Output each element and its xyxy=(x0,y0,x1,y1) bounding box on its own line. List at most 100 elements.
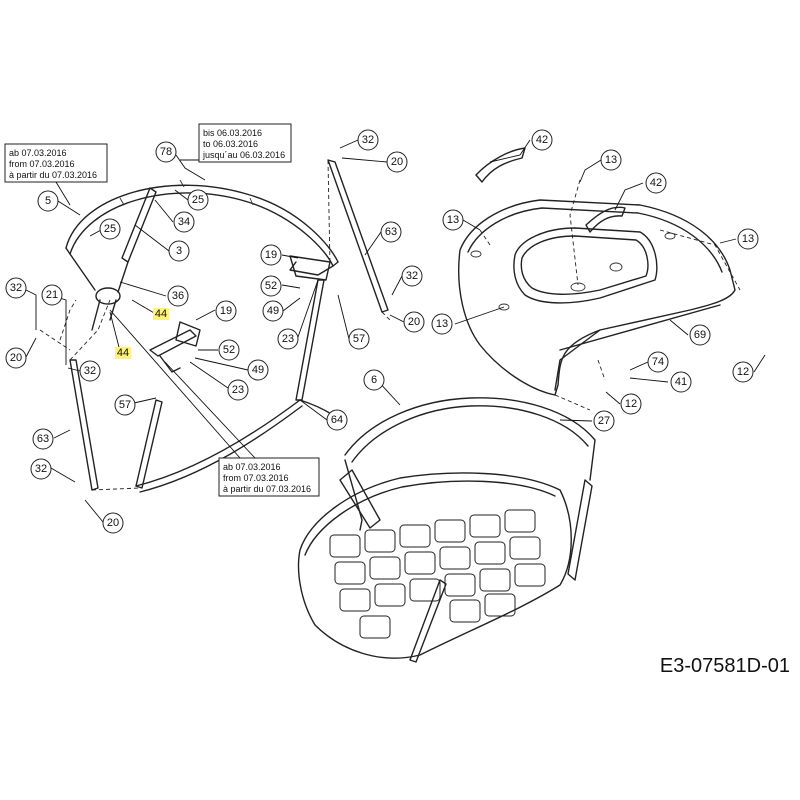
callout-label: 49 xyxy=(252,364,264,376)
callout-circle xyxy=(689,324,711,346)
note-line: from 07.03.2016 xyxy=(223,473,289,483)
callout-63: 63 xyxy=(380,221,402,243)
callout-label: 69 xyxy=(694,329,706,341)
callout-circle xyxy=(647,351,669,373)
callout-circle xyxy=(5,277,27,299)
callout-circle xyxy=(260,244,282,266)
callout-label: 57 xyxy=(119,399,131,411)
callout-label: 12 xyxy=(737,366,749,378)
callout-circle xyxy=(218,339,240,361)
callout-57: 57 xyxy=(114,394,136,416)
callout-78: 78 xyxy=(155,141,177,163)
callout-25: 25 xyxy=(99,218,121,240)
seat-shell xyxy=(297,397,596,663)
callout-label: 21 xyxy=(46,289,58,301)
callout-label: 49 xyxy=(267,305,279,317)
callout-19: 19 xyxy=(215,300,237,322)
callout-20: 20 xyxy=(5,347,27,369)
callout-circle xyxy=(262,300,284,322)
callout-label: 42 xyxy=(650,177,662,189)
callout-42: 42 xyxy=(531,129,553,151)
callout-circle xyxy=(79,360,101,382)
callout-34: 34 xyxy=(173,211,195,233)
note-line: to 06.03.2016 xyxy=(203,139,258,149)
note-line: bis 06.03.2016 xyxy=(203,128,262,138)
callout-69: 69 xyxy=(689,324,711,346)
callout-circle xyxy=(277,328,299,350)
callout-circle xyxy=(155,141,177,163)
callout-41: 41 xyxy=(670,371,692,393)
callout-42: 42 xyxy=(645,172,667,194)
callout-circle xyxy=(357,129,379,151)
callout-circle xyxy=(401,265,423,287)
callout-52: 52 xyxy=(260,275,282,297)
drawing-id: E3-07581D-01 xyxy=(660,655,790,677)
callout-circle xyxy=(645,172,667,194)
callout-highlight xyxy=(115,347,131,359)
callout-circle xyxy=(173,211,195,233)
callout-57: 57 xyxy=(348,328,370,350)
callout-circle xyxy=(737,228,759,250)
callout-13: 13 xyxy=(600,149,622,171)
callout-circle xyxy=(102,512,124,534)
callout-label: 25 xyxy=(192,194,204,206)
callout-label: 44 xyxy=(117,347,129,359)
callout-52: 52 xyxy=(218,339,240,361)
callout-12: 12 xyxy=(732,361,754,383)
callout-circle xyxy=(363,369,385,391)
callout-44: 44 xyxy=(153,308,169,320)
note-line: jusqu´au 06.03.2016 xyxy=(202,150,285,160)
callout-circle xyxy=(531,129,553,151)
callout-circle xyxy=(380,221,402,243)
frame-assembly xyxy=(39,159,391,493)
callout-label: 25 xyxy=(104,223,116,235)
callout-32: 32 xyxy=(5,277,27,299)
callout-6: 6 xyxy=(363,369,385,391)
callout-label: 23 xyxy=(232,384,244,396)
callout-circle xyxy=(247,359,269,381)
callout-13: 13 xyxy=(431,313,453,335)
callout-circle xyxy=(348,328,370,350)
callout-32: 32 xyxy=(30,458,52,480)
callout-circle xyxy=(593,410,615,432)
callout-label: 52 xyxy=(265,280,277,292)
callout-circle xyxy=(600,149,622,171)
note-bottom: ab 07.03.2016 from 07.03.2016 à partir d… xyxy=(218,457,320,497)
callout-label: 3 xyxy=(176,245,182,257)
callout-circle xyxy=(403,311,425,333)
callout-32: 32 xyxy=(79,360,101,382)
callout-44: 44 xyxy=(115,347,131,359)
callout-label: 19 xyxy=(265,249,277,261)
callout-23: 23 xyxy=(227,379,249,401)
callout-label: 13 xyxy=(447,214,459,226)
callout-label: 63 xyxy=(385,226,397,238)
callout-19: 19 xyxy=(260,244,282,266)
callout-circle xyxy=(215,300,237,322)
callout-27: 27 xyxy=(593,410,615,432)
callout-20: 20 xyxy=(102,512,124,534)
callout-label: 32 xyxy=(406,270,418,282)
callout-label: 27 xyxy=(598,415,610,427)
callout-36: 36 xyxy=(167,285,189,307)
callout-label: 13 xyxy=(605,154,617,166)
callout-circle xyxy=(5,347,27,369)
note-line: ab 07.03.2016 xyxy=(223,462,281,472)
note-line: ab 07.03.2016 xyxy=(9,148,67,158)
callout-3: 3 xyxy=(168,240,190,262)
callout-circle xyxy=(37,190,59,212)
callout-circle xyxy=(431,313,453,335)
callout-label: 13 xyxy=(742,233,754,245)
callout-label: 12 xyxy=(625,398,637,410)
callout-label: 32 xyxy=(35,463,47,475)
callout-label: 5 xyxy=(45,195,51,207)
callout-label: 57 xyxy=(353,333,365,345)
callout-label: 41 xyxy=(675,376,687,388)
callout-label: 20 xyxy=(408,316,420,328)
callout-circle xyxy=(30,458,52,480)
note-line: à partir du 07.03.2016 xyxy=(223,484,311,494)
callout-label: 13 xyxy=(436,318,448,330)
callout-circle xyxy=(168,240,190,262)
callout-circle xyxy=(41,284,63,306)
